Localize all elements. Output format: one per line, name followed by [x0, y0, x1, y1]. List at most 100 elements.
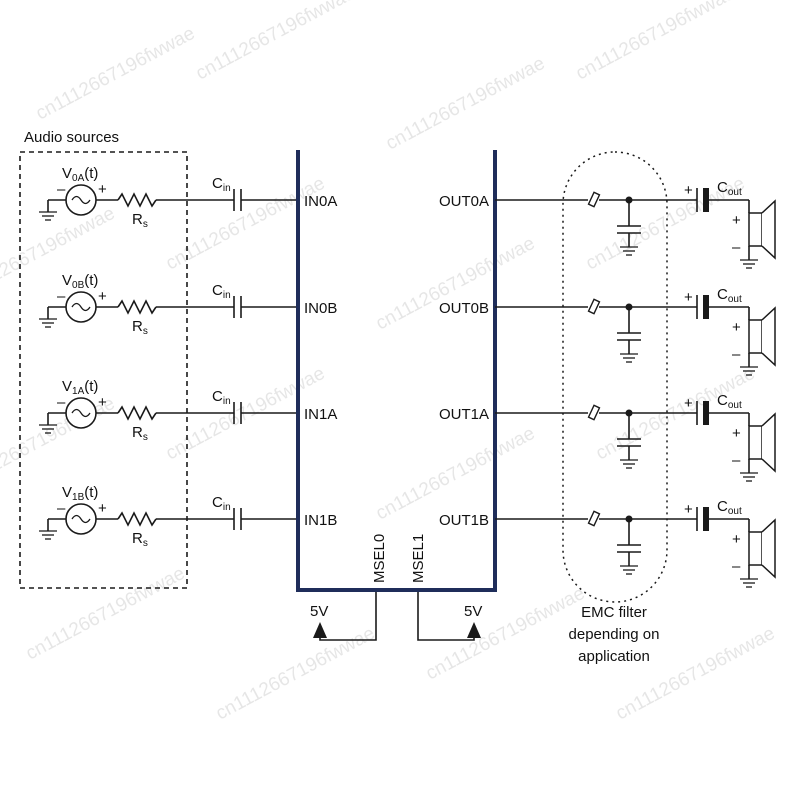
output-pin-label: OUT1A — [439, 406, 489, 423]
sine-wave-icon — [71, 195, 91, 205]
ground-symbol — [620, 565, 638, 575]
source-voltage-label-tail: (t) — [84, 378, 98, 395]
source-voltage-label: V1B(t) — [62, 484, 98, 503]
ground-symbol — [620, 246, 638, 256]
watermark-text: cn1112667196fwwae — [212, 623, 378, 725]
watermark-text: cn1112667196fwwae — [382, 53, 548, 155]
ground-symbol — [39, 424, 57, 434]
capacitor-plate-right — [703, 507, 709, 531]
output-pin-label: OUT0B — [439, 300, 489, 317]
source-voltage-label-tail: (t) — [84, 165, 98, 182]
supply-arrow-icon — [313, 622, 327, 638]
output-capacitor-label: Cout — [717, 286, 742, 305]
ground-symbol — [39, 530, 57, 540]
input-capacitor-label-sub: in — [223, 396, 231, 407]
input-capacitor-label-main: C — [212, 282, 223, 299]
input-capacitor-label-sub: in — [223, 502, 231, 513]
source-resistor-label-main: R — [132, 424, 143, 441]
speaker-minus: – — [732, 239, 741, 256]
input-capacitor-label-sub: in — [223, 183, 231, 194]
watermark-text: cn1112667196fwwae — [32, 23, 198, 125]
capacitor-plate-right — [703, 295, 709, 319]
sine-wave-icon — [71, 408, 91, 418]
ground-symbol — [740, 578, 758, 588]
speaker-cone-icon — [761, 306, 776, 367]
polarity-plus: + — [684, 395, 693, 412]
emc-filter-label: application — [578, 648, 650, 665]
source-voltage-label-tail: (t) — [84, 484, 98, 501]
chip-outline — [296, 150, 497, 592]
output-pin-label: OUT0A — [439, 193, 489, 210]
input-pin-label: IN0A — [304, 193, 337, 210]
ground-symbol — [740, 472, 758, 482]
minus-sign: – — [57, 181, 66, 198]
output-capacitor-label-sub: out — [728, 506, 742, 517]
source-resistor-label-main: R — [132, 530, 143, 547]
speaker-minus: – — [732, 452, 741, 469]
speaker-icon — [748, 425, 763, 460]
input-capacitor-label: Cin — [212, 175, 231, 194]
source-voltage-label-sub: 1B — [72, 492, 85, 503]
polarity-plus: + — [684, 501, 693, 518]
audio-sources-label: Audio sources — [24, 129, 119, 146]
msel0-label: MSEL0 — [371, 534, 388, 583]
input-capacitor-label-main: C — [212, 175, 223, 192]
source-voltage-label-sub: 0A — [72, 173, 85, 184]
output-row: OUT1B+Cout+– — [439, 498, 776, 588]
output-row: OUT1A+Cout+– — [439, 392, 776, 482]
ferrite-bead-icon — [587, 510, 601, 527]
polarity-plus: + — [684, 182, 693, 199]
ground-symbol — [620, 459, 638, 469]
source-voltage-label-sub: 0B — [72, 280, 85, 291]
emc-filter-label: depending on — [569, 626, 660, 643]
output-capacitor-label-main: C — [717, 286, 728, 303]
ferrite-bead-icon — [587, 191, 601, 208]
speaker-icon — [748, 531, 763, 566]
audio-sources-box — [19, 151, 188, 589]
watermark-layer: cn1112667196fwwaecn1112667196fwwaecn1112… — [0, 0, 778, 724]
watermark-text: cn1112667196fwwae — [572, 0, 738, 84]
resistor-icon — [117, 192, 157, 208]
input-capacitor-label-main: C — [212, 494, 223, 511]
output-capacitor-label-main: C — [717, 392, 728, 409]
watermark-text: cn1112667196fwwae — [422, 583, 588, 685]
output-row: OUT0A+Cout+– — [439, 179, 776, 269]
resistor-icon — [117, 405, 157, 421]
watermark-text: cn1112667196fwwae — [22, 563, 188, 665]
ferrite-bead-icon — [587, 404, 601, 421]
output-capacitor-label: Cout — [717, 392, 742, 411]
source-voltage-label-main: V — [62, 272, 72, 289]
capacitor-plate-right — [703, 188, 709, 212]
sine-wave-icon — [71, 514, 91, 524]
speaker-plus: + — [732, 212, 741, 229]
source-resistor-label: Rs — [132, 211, 148, 230]
plus-sign: + — [98, 288, 107, 305]
output-capacitor-label-sub: out — [728, 187, 742, 198]
output-capacitor-label-main: C — [717, 179, 728, 196]
input-capacitor-label-main: C — [212, 388, 223, 405]
output-pin-label: OUT1B — [439, 512, 489, 529]
source-resistor-label: Rs — [132, 530, 148, 549]
source-resistor-label-sub: s — [143, 326, 148, 337]
speaker-plus: + — [732, 531, 741, 548]
speaker-icon — [748, 319, 763, 354]
plus-sign: + — [98, 500, 107, 517]
watermark-text: cn1112667196fwwae — [372, 233, 538, 335]
speaker-cone-icon — [761, 518, 776, 579]
sine-wave-icon — [71, 302, 91, 312]
input-capacitor-label: Cin — [212, 388, 231, 407]
capacitor-plate-right — [703, 401, 709, 425]
output-capacitor-label-sub: out — [728, 294, 742, 305]
source-resistor-label-main: R — [132, 318, 143, 335]
audio-sources-layer: Audio sources–+V0A(t)RsCinIN0A–+V0B(t)Rs… — [19, 129, 337, 589]
source-voltage-label-sub: 1A — [72, 386, 85, 397]
input-capacitor-label-sub: in — [223, 290, 231, 301]
